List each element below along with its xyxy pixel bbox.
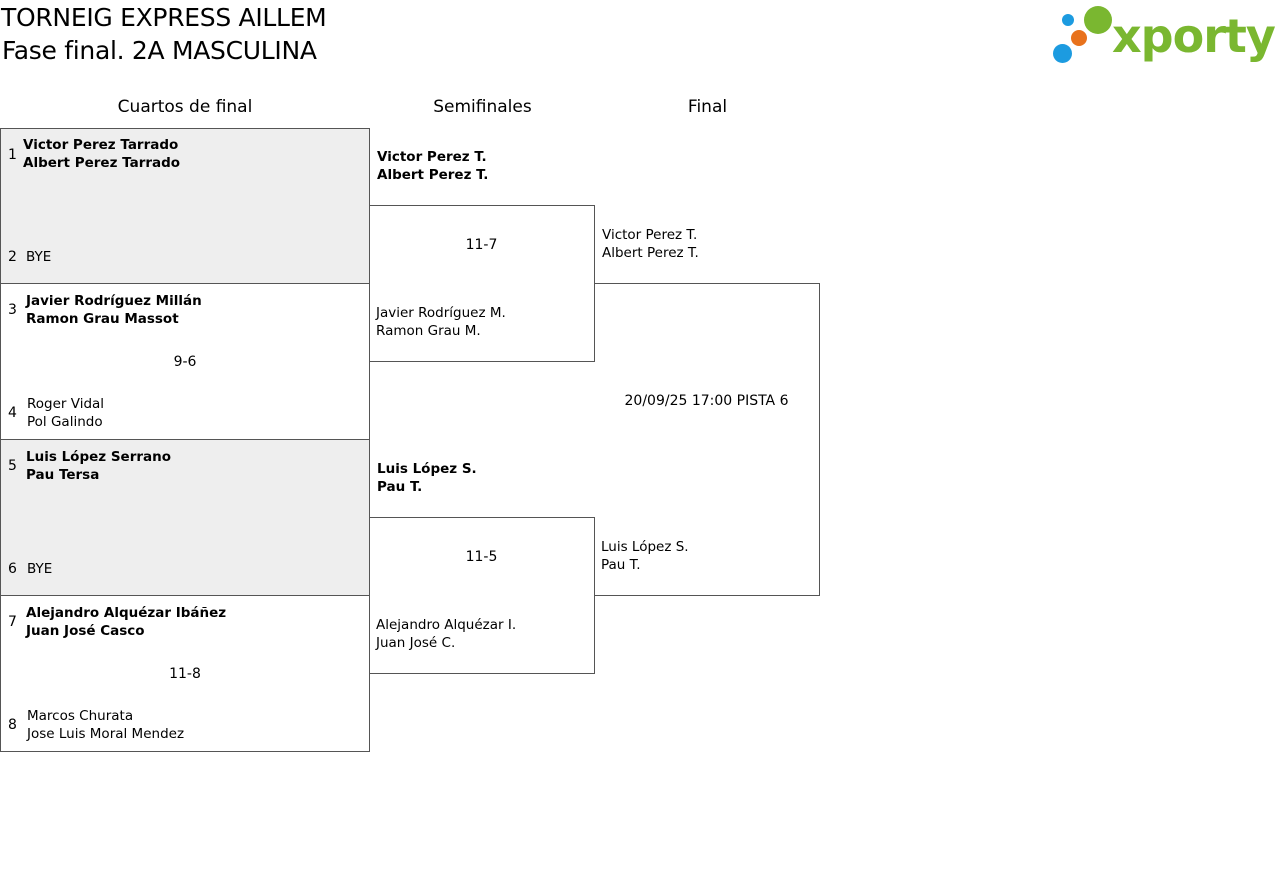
- phase-subtitle: Fase final. 2A MASCULINA: [2, 36, 317, 65]
- seed-number: 2: [8, 249, 17, 265]
- team-player: Javier Rodríguez Millán: [26, 293, 202, 309]
- match-score: 11-7: [465, 237, 498, 253]
- team-player: Luis López Serrano: [26, 449, 172, 465]
- match-schedule: 20/09/25 17:00 PISTA 6: [624, 393, 789, 409]
- seed-number: 1: [8, 147, 17, 163]
- team-player: Albert Perez Tarrado: [23, 155, 181, 171]
- round-header-final: Final: [687, 97, 728, 117]
- seed-number: 4: [8, 405, 17, 421]
- match-score: 11-8: [169, 666, 201, 682]
- team-player: Pau T.: [601, 557, 641, 573]
- logo-blue-small-dot-icon: [1062, 14, 1074, 26]
- seed-number: 8: [8, 717, 17, 733]
- quarterfinal-match-3: 5 Luis López Serrano Pau Tersa 6 BYE: [0, 439, 370, 596]
- team-player: Pol Galindo: [27, 414, 103, 430]
- team-player: Victor Perez Tarrado: [23, 137, 179, 153]
- team-player: Victor Perez T.: [602, 227, 698, 243]
- team-player: BYE: [26, 249, 52, 265]
- team-player: Luis López S.: [377, 461, 477, 477]
- team-player: Javier Rodríguez M.: [376, 305, 506, 321]
- team-player: Luis López S.: [601, 539, 689, 555]
- team-player: Alejandro Alquézar Ibáñez: [26, 605, 227, 621]
- team-player: Pau Tersa: [26, 467, 100, 483]
- logo-orange-dot-icon: [1071, 30, 1087, 46]
- logo-green-dot-icon: [1084, 6, 1112, 34]
- quarterfinal-match-4: 7 Alejandro Alquézar Ibáñez Juan José Ca…: [0, 595, 370, 752]
- round-header-semis: Semifinales: [433, 97, 532, 117]
- match-score: 11-5: [465, 549, 498, 565]
- tournament-title: TORNEIG EXPRESS AILLEM: [1, 3, 327, 32]
- xporty-logo: xporty: [1050, 4, 1276, 68]
- team-player: Victor Perez T.: [377, 149, 487, 165]
- team-player: Jose Luis Moral Mendez: [27, 726, 185, 742]
- team-player: Pau T.: [377, 479, 423, 495]
- logo-wordmark: xporty: [1112, 9, 1276, 63]
- team-player: Ramon Grau Massot: [26, 311, 179, 327]
- team-player: BYE: [27, 561, 53, 577]
- seed-number: 6: [8, 561, 17, 577]
- seed-number: 5: [8, 458, 17, 474]
- round-header-quarters: Cuartos de final: [117, 97, 253, 117]
- team-player: Juan José Casco: [26, 623, 145, 639]
- logo-blue-dot-icon: [1053, 44, 1072, 63]
- semifinal-match-1: 11-7 Javier Rodríguez M. Ramon Grau M.: [369, 205, 595, 362]
- team-player: Roger Vidal: [27, 396, 105, 412]
- team-player: Marcos Churata: [27, 708, 134, 724]
- team-player: Alejandro Alquézar I.: [376, 617, 517, 633]
- seed-number: 7: [8, 614, 17, 630]
- match-score: 9-6: [173, 354, 197, 370]
- team-player: Ramon Grau M.: [376, 323, 481, 339]
- final-match: 20/09/25 17:00 PISTA 6 Luis López S. Pau…: [594, 283, 820, 596]
- quarterfinal-match-1: 1 Victor Perez Tarrado Albert Perez Tarr…: [0, 128, 370, 284]
- quarterfinal-match-2: 3 Javier Rodríguez Millán Ramon Grau Mas…: [0, 283, 370, 440]
- semifinal-match-2: 11-5 Alejandro Alquézar I. Juan José C.: [369, 517, 595, 674]
- seed-number: 3: [8, 302, 17, 318]
- team-player: Albert Perez T.: [377, 167, 489, 183]
- team-player: Juan José C.: [376, 635, 456, 651]
- team-player: Albert Perez T.: [602, 245, 699, 261]
